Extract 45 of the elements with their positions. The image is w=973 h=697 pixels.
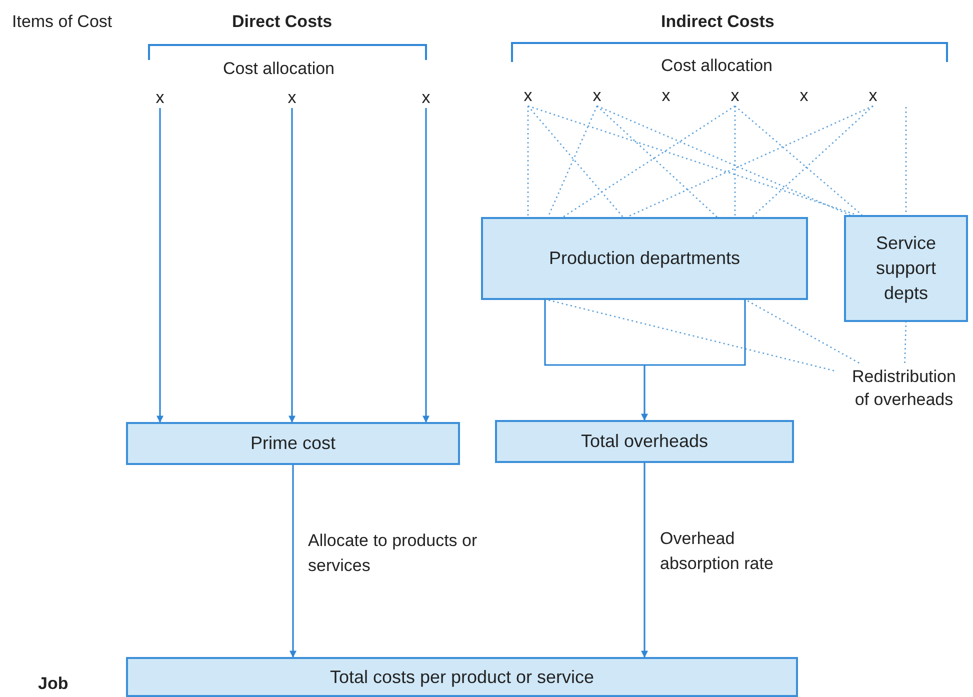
process-box — [481, 217, 808, 300]
box-label: Prime cost — [250, 432, 336, 455]
connector-line — [548, 299, 834, 372]
arrow — [641, 463, 648, 658]
connector-line — [752, 106, 874, 218]
arrow — [288, 108, 296, 423]
text-label: Cost allocation — [223, 58, 335, 80]
connector-line — [905, 107, 907, 215]
section-heading: Direct Costs — [232, 11, 332, 33]
process-box — [126, 657, 798, 697]
connector-line — [547, 106, 598, 218]
box-label: Total overheads — [580, 430, 708, 453]
connector-line — [562, 105, 736, 218]
arrow — [544, 299, 746, 421]
text-label: Cost allocation — [661, 55, 773, 77]
connector-line — [626, 105, 874, 218]
connector-line — [734, 106, 862, 216]
process-box — [495, 420, 794, 463]
cost-item-mark: x — [658, 84, 674, 106]
cost-item-mark: x — [796, 84, 812, 106]
section-heading: Indirect Costs — [661, 11, 774, 33]
cost-item-mark: x — [418, 86, 434, 108]
connector-line — [527, 106, 529, 217]
text-label: Items of Cost — [12, 11, 112, 33]
process-box — [844, 215, 968, 322]
cost-item-mark: x — [727, 84, 743, 106]
arrow — [422, 108, 430, 423]
connector-line — [734, 106, 736, 217]
box-label: Production departments — [548, 247, 740, 270]
process-box — [126, 422, 460, 465]
connector-line — [596, 105, 850, 216]
connector-line — [746, 299, 860, 364]
cost-item-mark: x — [284, 86, 300, 108]
box-label: Total costs per product or service — [330, 666, 594, 689]
cost-item-mark: x — [589, 84, 605, 106]
arrow — [290, 465, 296, 658]
cost-item-mark: x — [152, 86, 168, 108]
cost-item-mark: x — [520, 84, 536, 106]
box-label: Service support depts — [874, 232, 938, 305]
arrow — [156, 108, 164, 423]
cost-item-mark: x — [865, 84, 881, 106]
section-heading: Job — [38, 673, 68, 695]
note-text: Redistribution of overheads — [834, 363, 973, 413]
connector-line — [596, 106, 718, 218]
connector-line — [528, 106, 624, 218]
